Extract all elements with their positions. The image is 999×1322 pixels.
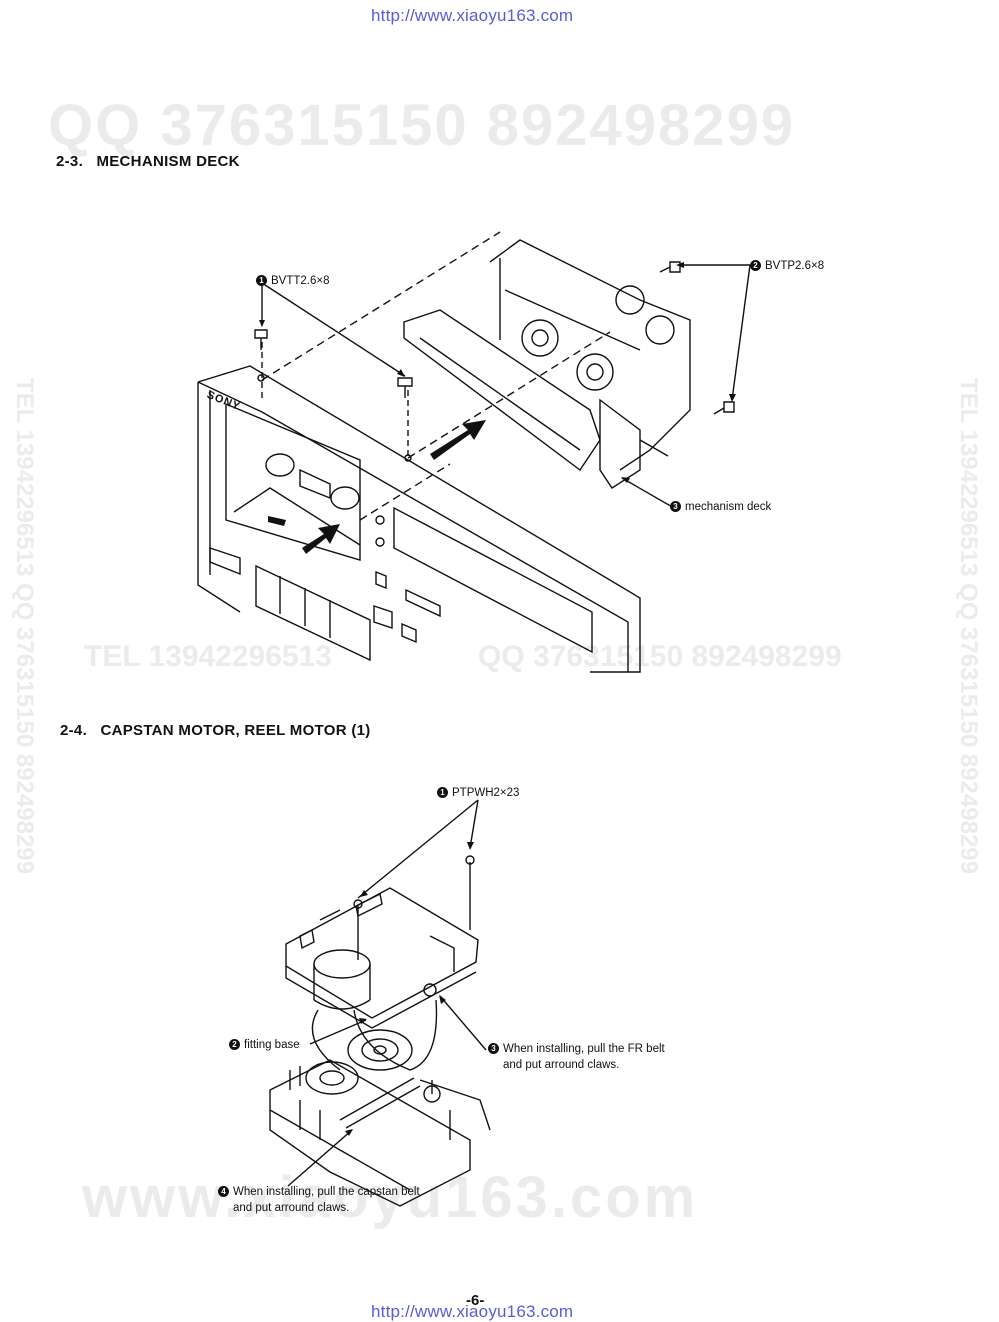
section-2-4-title: 2-4. CAPSTAN MOTOR, REEL MOTOR (1) xyxy=(60,722,371,739)
watermark-top: QQ 376315150 892498299 xyxy=(48,93,796,158)
callout-fr-belt: 3 When installing, pull the FR belt and … xyxy=(488,1042,665,1073)
callout-number: 3 xyxy=(488,1043,499,1054)
callout-number: 2 xyxy=(229,1039,240,1050)
callout-mechanism-deck: 3 mechanism deck xyxy=(670,500,771,516)
callout-number: 3 xyxy=(670,501,681,512)
callout-capstan-belt: 4 When installing, pull the capstan belt… xyxy=(218,1185,420,1216)
footer-url[interactable]: http://www.xiaoyu163.com xyxy=(371,1302,574,1321)
callout-ptpwh-screw: 1 PTPWH2×23 xyxy=(437,786,519,802)
watermark-middle-left: TEL 13942296513 xyxy=(84,640,332,673)
callout-number: 1 xyxy=(256,275,267,286)
callout-label: When installing, pull the FR belt and pu… xyxy=(503,1043,665,1071)
callout-label: BVTT2.6×8 xyxy=(271,275,330,287)
watermark-bottom: www.xiaoyu163.com xyxy=(82,1165,699,1230)
header-url[interactable]: http://www.xiaoyu163.com xyxy=(371,6,574,25)
page-number: -6- xyxy=(466,1292,485,1309)
callout-number: 1 xyxy=(437,787,448,798)
callout-number: 4 xyxy=(218,1186,229,1197)
callout-label: When installing, pull the capstan belt a… xyxy=(233,1186,420,1214)
callout-fitting-base: 2 fitting base xyxy=(229,1038,300,1054)
watermark-side-left: TEL 13942296513 QQ 376315150 892498299 xyxy=(11,378,38,874)
callout-label: BVTP2.6×8 xyxy=(765,260,825,272)
callout-bvtp-screw: 2 BVTP2.6×8 xyxy=(750,259,824,275)
section-2-3-title: 2-3. MECHANISM DECK xyxy=(56,153,240,170)
callout-number: 2 xyxy=(750,260,761,271)
watermark-middle-right: QQ 376315150 892498299 xyxy=(478,640,842,673)
callout-label: PTPWH2×23 xyxy=(452,787,520,799)
watermark-side-right: TEL 13942296513 QQ 376315150 892498299 xyxy=(955,378,982,874)
callout-label: fitting base xyxy=(244,1039,300,1051)
callout-label: mechanism deck xyxy=(685,501,772,513)
callout-bvtt-screw: 1 BVTT2.6×8 xyxy=(256,274,330,290)
